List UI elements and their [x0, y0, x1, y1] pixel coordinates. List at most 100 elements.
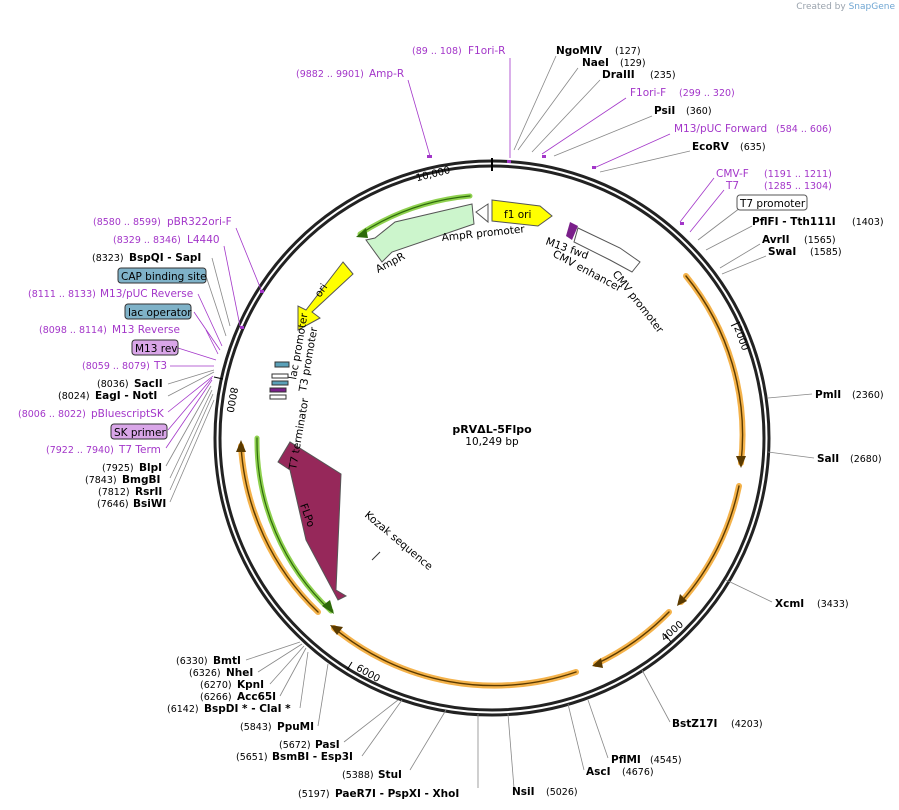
primer-m13puc-fwd[interactable]: M13/pUC Forward: [674, 123, 767, 135]
site-swai[interactable]: SwaI: [768, 246, 796, 258]
primer-pbluescript[interactable]: pBluescriptSK: [91, 408, 165, 420]
label-cap-binding[interactable]: CAP binding site: [121, 271, 207, 283]
site-blpi-pos: (7925): [102, 463, 134, 474]
leader-sali: [767, 451, 815, 459]
feature-flpo[interactable]: [277, 441, 348, 601]
site-xcmi-pos: (3433): [817, 599, 849, 610]
site-bsiwi[interactable]: BsiWI: [133, 498, 166, 510]
primer-f1ori-f[interactable]: F1ori-F: [630, 87, 666, 99]
green-arrowhead: [322, 600, 334, 614]
primer-m13-reverse[interactable]: M13 Reverse: [112, 324, 180, 336]
feature-f1-ori[interactable]: [491, 199, 553, 227]
primer-marks: [240, 155, 684, 329]
site-bmti[interactable]: BmtI: [213, 655, 241, 667]
site-bstz17i[interactable]: BstZ17I: [672, 718, 717, 730]
leader-f1ori-f: [541, 97, 627, 155]
leader-bmgbi: [169, 389, 213, 479]
leader-cap: [205, 275, 227, 337]
site-ecorv[interactable]: EcoRV: [692, 141, 730, 153]
site-eagi[interactable]: EagI - NotI: [95, 390, 157, 402]
primer-l4440[interactable]: L4440: [187, 234, 220, 246]
leader-m13puc-fwd: [593, 133, 671, 169]
site-paer7i[interactable]: PaeR7I - PspXI - XhoI: [335, 788, 459, 800]
primer-pbr322[interactable]: pBR322ori-F: [167, 216, 232, 228]
label-lac-operator[interactable]: lac operator: [128, 307, 192, 319]
leader-draiii: [531, 79, 601, 153]
site-sali[interactable]: SalI: [817, 453, 839, 465]
site-pflmi[interactable]: PflMI: [611, 754, 641, 766]
orf-arc-5-line: [240, 445, 319, 613]
feature-cmv[interactable]: [573, 227, 641, 273]
orf-arrowhead-4: [330, 625, 343, 635]
primer-cmv-f[interactable]: CMV-F: [716, 168, 749, 180]
primer-m13puc-rev[interactable]: M13/pUC Reverse: [100, 288, 193, 300]
site-bmgbi[interactable]: BmgBI: [122, 474, 160, 486]
orf-arcs: [238, 193, 746, 689]
site-rsrii[interactable]: RsrII: [135, 486, 162, 498]
primer-t3[interactable]: T3: [153, 360, 167, 372]
plasmid-name: pRVΔL-5Flpo: [452, 423, 532, 436]
orf-arrowhead-5: [236, 440, 246, 452]
site-ngomiv[interactable]: NgoMIV: [556, 45, 603, 57]
site-kpni-pos: (6270): [200, 680, 232, 691]
site-swai-pos: (1585): [810, 247, 842, 258]
leader-pflmi: [587, 699, 609, 759]
site-acc65i[interactable]: Acc65I: [237, 691, 276, 703]
leader-stui: [409, 709, 447, 771]
primer-amp-r[interactable]: Amp-R: [369, 68, 404, 80]
site-kpni[interactable]: KpnI: [237, 679, 264, 691]
site-ppumi[interactable]: PpuMI: [277, 721, 314, 733]
site-bsmbi[interactable]: BsmBI - Esp3I: [272, 751, 353, 763]
site-ppumi-pos: (5843): [240, 722, 272, 733]
site-pmli[interactable]: PmlI: [815, 389, 841, 401]
label-m13-rev[interactable]: M13 rev: [135, 343, 178, 355]
site-psii[interactable]: PsiI: [654, 105, 675, 117]
site-pflfi-pos: (1403): [852, 217, 884, 228]
site-xcmi[interactable]: XcmI: [775, 598, 804, 610]
feature-label-f1-ori: f1 ori: [504, 209, 531, 221]
site-bspqi[interactable]: BspQI - SapI: [129, 252, 201, 264]
feature-ampr[interactable]: [365, 203, 475, 263]
lac-operator-box: [124, 303, 192, 320]
orf-arc-3-line: [595, 611, 670, 665]
tick-mark-2000: [730, 321, 741, 327]
site-rsrii-pos: (7812): [98, 487, 130, 498]
site-nsii-pos: (5026): [546, 787, 578, 798]
site-sali-pos: (2680): [850, 454, 882, 465]
site-nhei[interactable]: NheI: [226, 667, 253, 679]
site-psii-pos: (360): [686, 106, 712, 117]
marker-m13-rev: [269, 387, 287, 393]
site-pmli-pos: (2360): [852, 390, 884, 401]
site-sacii[interactable]: SacII: [134, 378, 163, 390]
site-blpi[interactable]: BlpI: [139, 462, 162, 474]
primer-t7[interactable]: T7: [725, 180, 739, 192]
m13-rev-box: [131, 339, 179, 356]
primer-m13puc-fwd-pos: (584 .. 606): [776, 124, 832, 135]
primer-t7-pos: (1285 .. 1304): [764, 181, 832, 192]
site-draiii[interactable]: DraIII: [602, 69, 635, 81]
marker-cap: [274, 361, 290, 368]
site-pasi[interactable]: PasI: [315, 739, 340, 751]
primer-f1ori-f-pos: (299 .. 320): [679, 88, 735, 99]
label-sk-primer[interactable]: SK primer: [114, 427, 166, 439]
site-nsii[interactable]: NsiI: [512, 786, 535, 798]
site-bspdi[interactable]: BspDI * - ClaI *: [204, 703, 291, 715]
site-avrii[interactable]: AvrII: [762, 234, 790, 246]
leader-ngomiv: [513, 55, 557, 151]
leader-nhei: [257, 643, 303, 673]
site-naei[interactable]: NaeI: [582, 57, 609, 69]
site-pflfi[interactable]: PflFI - Tth111I: [752, 216, 836, 228]
leader-bmti: [245, 641, 301, 661]
primer-m13puc-rev-pos: (8111 .. 8133): [28, 289, 96, 300]
site-t7-promoter[interactable]: T7 promoter: [739, 198, 806, 210]
leader-t7: [689, 189, 725, 233]
site-asci[interactable]: AscI: [586, 766, 611, 778]
primer-f1ori-r[interactable]: F1ori-R: [468, 45, 505, 57]
feature-ori[interactable]: [297, 261, 354, 331]
leader-l4440: [223, 245, 241, 327]
site-stui[interactable]: StuI: [378, 769, 402, 781]
leader-bspdi: [299, 651, 309, 709]
site-naei-pos: (129): [620, 58, 646, 69]
primer-t7-term[interactable]: T7 Term: [118, 444, 161, 456]
